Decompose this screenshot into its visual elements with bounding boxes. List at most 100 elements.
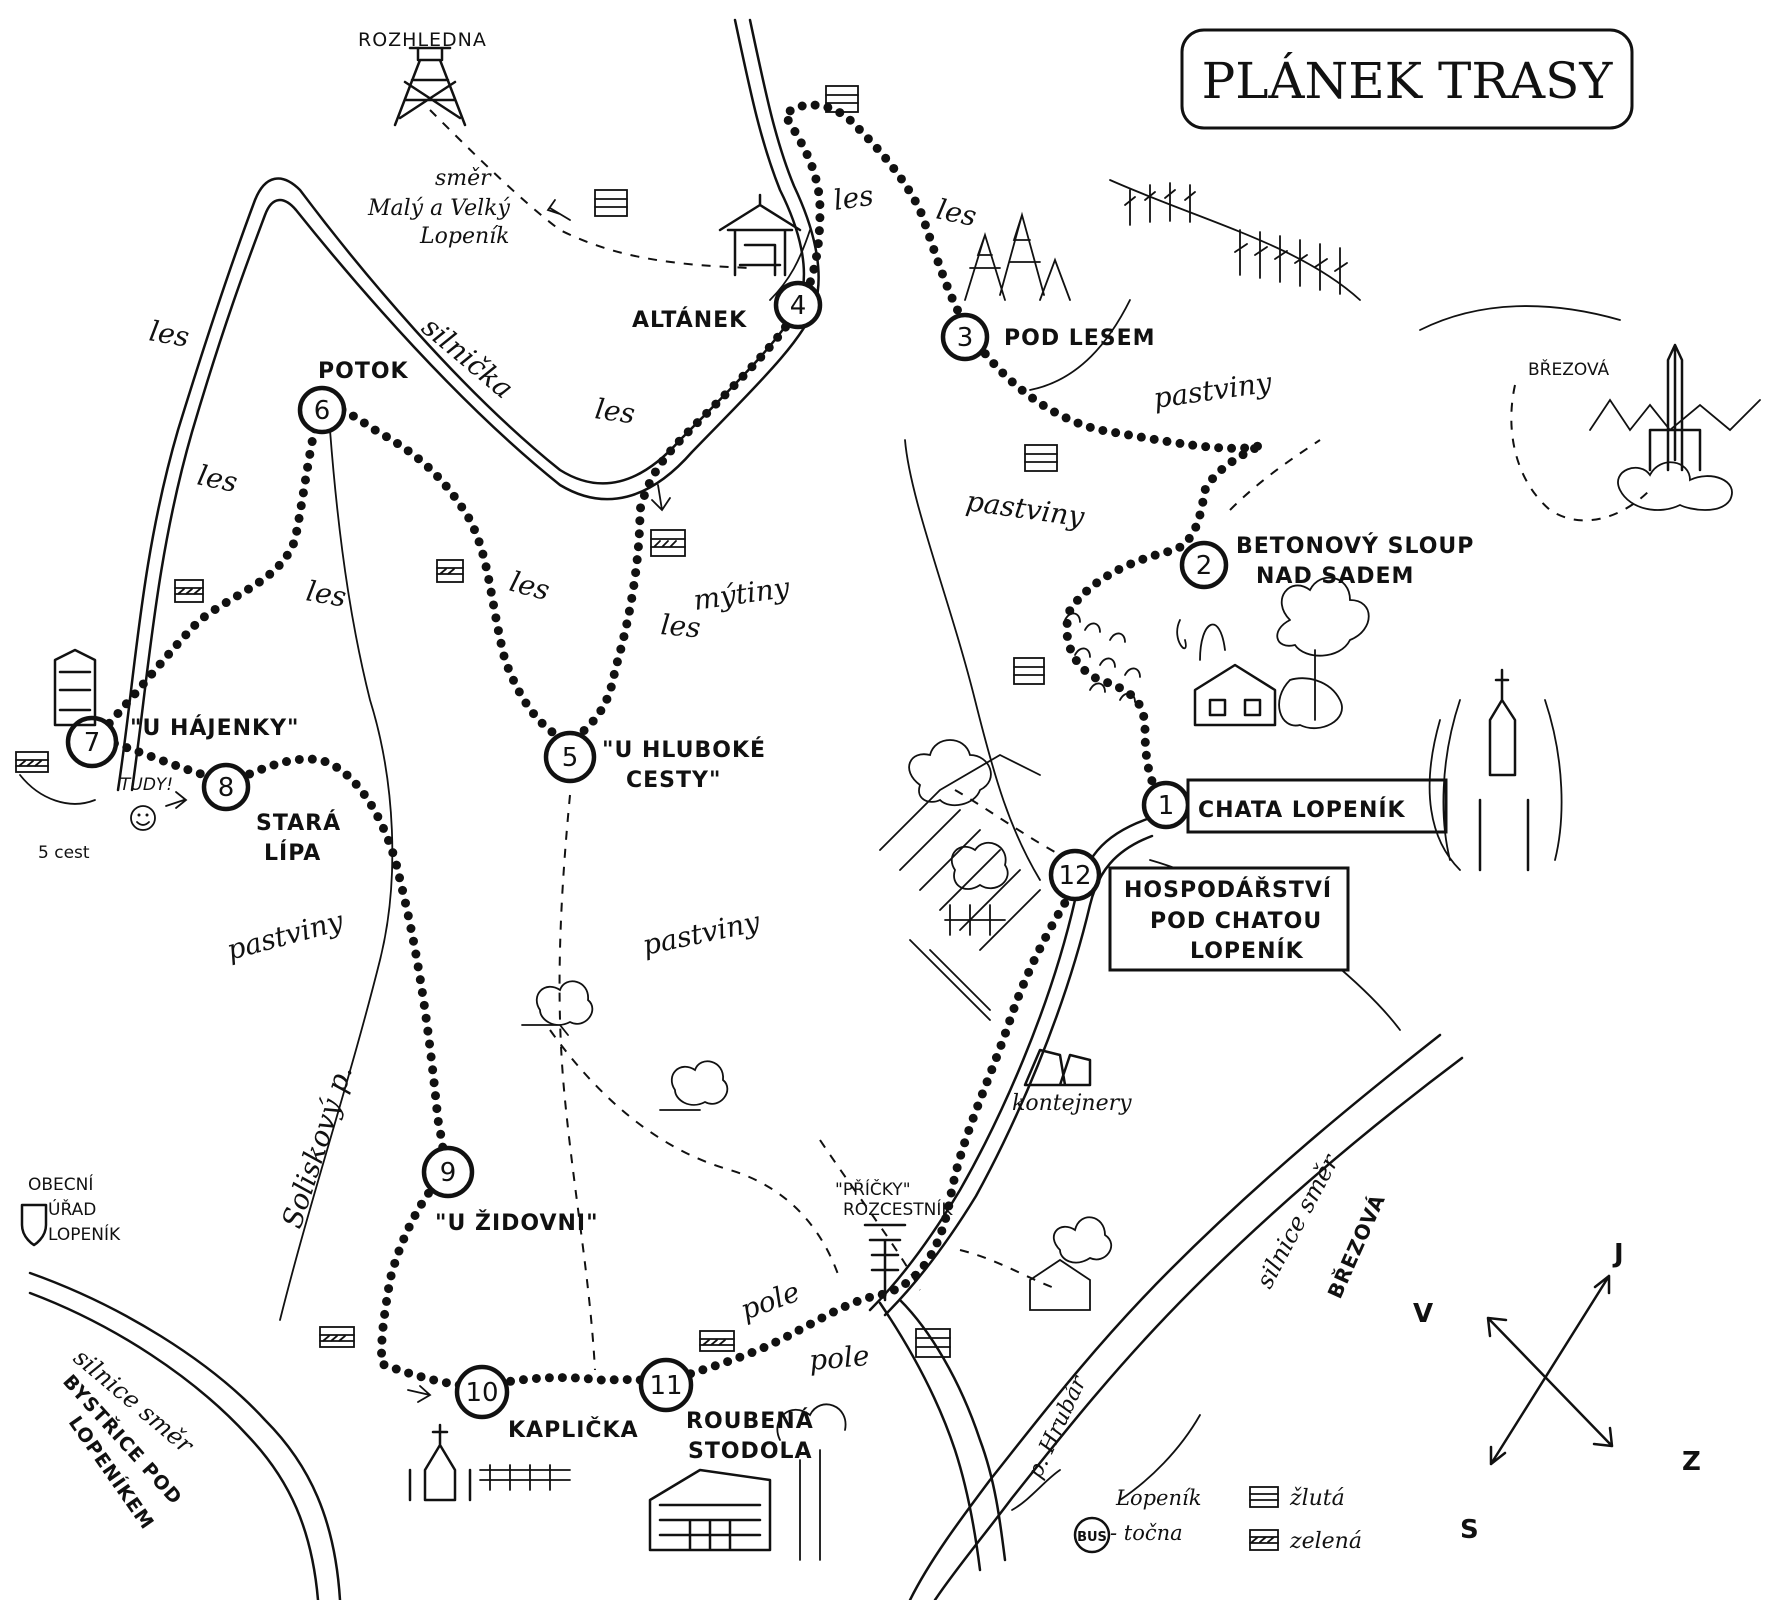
road-brezova	[908, 1033, 1464, 1600]
svg-text:S: S	[1460, 1515, 1480, 1545]
label-les-2: les	[195, 459, 241, 500]
svg-text:ROUBENÁ: ROUBENÁ	[686, 1408, 814, 1434]
svg-text:CHATA LOPENÍK: CHATA LOPENÍK	[1198, 797, 1406, 823]
route-path	[87, 100, 1264, 1392]
label-smer-1: směr	[435, 166, 492, 191]
path-dot	[1029, 299, 1131, 391]
svg-text:6: 6	[314, 396, 331, 426]
chapel-icon	[408, 1423, 571, 1502]
svg-text:CESTY": CESTY"	[626, 768, 721, 793]
svg-text:12: 12	[1058, 861, 1091, 891]
label-obecni-3: LOPENÍK	[48, 1223, 121, 1245]
svg-text:žlutá: žlutá	[1289, 1486, 1345, 1511]
svg-text:V: V	[1413, 1299, 1434, 1329]
waypoint-6: 6 POTOK	[297, 359, 408, 435]
svg-text:zelená: zelená	[1289, 1529, 1362, 1554]
container-icon	[1023, 1048, 1092, 1087]
waypoint-12: 12 HOSPODÁŘSTVÍ POD CHATOU LOPENÍK	[1048, 848, 1350, 972]
label-obecni-1: OBECNÍ	[28, 1173, 93, 1195]
label-tudy: TUDY!	[120, 775, 173, 795]
svg-text:J: J	[1612, 1239, 1625, 1269]
label-kontejnery: kontejnery	[1012, 1091, 1132, 1116]
svg-text:BUS: BUS	[1077, 1530, 1107, 1545]
trees-field-icon	[521, 980, 1112, 1311]
path-altanek	[769, 229, 811, 301]
label-pricky-2: ROZCESTNÍK	[843, 1198, 953, 1220]
trail-markers	[15, 85, 1058, 1358]
svg-text:4: 4	[790, 291, 807, 321]
label-les-6: les	[659, 608, 702, 644]
path-field-6	[1229, 439, 1321, 511]
label-brezova: BŘEZOVÁ	[1528, 358, 1609, 380]
svg-text:9: 9	[440, 1158, 457, 1188]
label-rozhledna: ROZHLEDNA	[358, 29, 487, 51]
brezova-village-icon	[1589, 343, 1761, 511]
label-pastviny-3: pastviny	[640, 905, 764, 962]
stream-east	[904, 439, 1041, 881]
waypoint-1: 1 CHATA LOPENÍK	[1141, 778, 1448, 834]
orchard-icon	[1064, 612, 1141, 703]
path-brezova-ring	[1510, 384, 1651, 522]
label-pastviny-4: pastviny	[223, 904, 347, 967]
waypoint-11: 11 ROUBENÁ STODOLA	[638, 1357, 814, 1464]
smiley-icon	[130, 805, 156, 831]
svg-text:"U ŽIDOVNI": "U ŽIDOVNI"	[435, 1210, 599, 1236]
waypoint-5: 5 "U HLUBOKÉ CESTY"	[543, 730, 766, 793]
svg-text:8: 8	[218, 773, 235, 803]
label-pole-2: pole	[808, 1339, 871, 1377]
legend-green: zelená	[1249, 1529, 1362, 1554]
hajenka-icon	[19, 648, 97, 805]
stream-hrubar	[1119, 1414, 1201, 1501]
svg-text:"U HLUBOKÉ: "U HLUBOKÉ	[602, 737, 766, 763]
waypoint-9: 9 "U ŽIDOVNI"	[421, 1145, 599, 1236]
label-les-4: les	[506, 565, 553, 607]
map-title: PLÁNEK TRASY	[1180, 28, 1634, 130]
church-icon	[1428, 668, 1563, 872]
svg-text:10: 10	[465, 1378, 498, 1408]
waypoint-4: 4 ALTÁNEK	[632, 280, 823, 333]
label-smer-3: Lopeník	[419, 224, 510, 249]
svg-text:POD LESEM: POD LESEM	[1004, 326, 1156, 351]
forest-icon	[964, 179, 1621, 331]
road-silnicka	[116, 18, 820, 792]
label-pet-cest: 5 cest	[38, 843, 90, 863]
label-les-8: les	[934, 193, 980, 234]
lookout-tower-icon	[393, 46, 467, 127]
barn-icon	[648, 1403, 847, 1561]
svg-text:BETONOVÝ SLOUP: BETONOVÝ SLOUP	[1236, 533, 1474, 559]
waypoint-2: 2 BETONOVÝ SLOUP NAD SADEM	[1179, 533, 1474, 590]
legend: žlutá zelená	[1249, 1486, 1362, 1554]
label-silnicka: silnička	[416, 310, 520, 405]
svg-text:3: 3	[957, 323, 974, 353]
svg-text:1: 1	[1158, 791, 1175, 821]
waypoint-8: 8 STARÁ LÍPA	[201, 762, 341, 866]
waypoint-7: 7 "U HÁJENKY"	[65, 715, 299, 769]
label-road-right-2: BŘEZOVÁ	[1323, 1190, 1390, 1302]
label-pastviny-2: pastviny	[964, 484, 1087, 533]
label-les-7: les	[831, 179, 875, 217]
svg-text:POD CHATOU: POD CHATOU	[1150, 909, 1322, 934]
label-mytiny: mýtiny	[691, 571, 792, 617]
svg-text:Z: Z	[1682, 1447, 1702, 1477]
label-obecni-2: ÚŘAD	[48, 1198, 96, 1220]
signpost-icon	[863, 1223, 907, 1302]
road-lower	[878, 1298, 1007, 1572]
label-smer-2: Malý a Velký	[367, 196, 510, 221]
cottage-icon	[1176, 576, 1370, 730]
path-field-4	[959, 1249, 1061, 1291]
svg-text:Lopeník: Lopeník	[1115, 1486, 1201, 1510]
svg-text:HOSPODÁŘSTVÍ: HOSPODÁŘSTVÍ	[1124, 877, 1332, 903]
label-pastviny-1: pastviny	[1151, 366, 1274, 415]
bus-spur	[1011, 1469, 1061, 1511]
svg-text:STARÁ: STARÁ	[256, 810, 341, 836]
label-pricky-1: "PŘÍČKY"	[835, 1178, 911, 1200]
path-to-lopenik	[429, 109, 751, 269]
svg-text:11: 11	[649, 1371, 682, 1401]
gazebo-icon	[718, 193, 802, 277]
svg-text:STODOLA: STODOLA	[688, 1439, 813, 1464]
label-les-1: les	[147, 314, 192, 353]
svg-text:PLÁNEK TRASY: PLÁNEK TRASY	[1202, 51, 1614, 110]
svg-text:LOPENÍK: LOPENÍK	[1190, 938, 1304, 964]
svg-text:LÍPA: LÍPA	[264, 840, 321, 866]
